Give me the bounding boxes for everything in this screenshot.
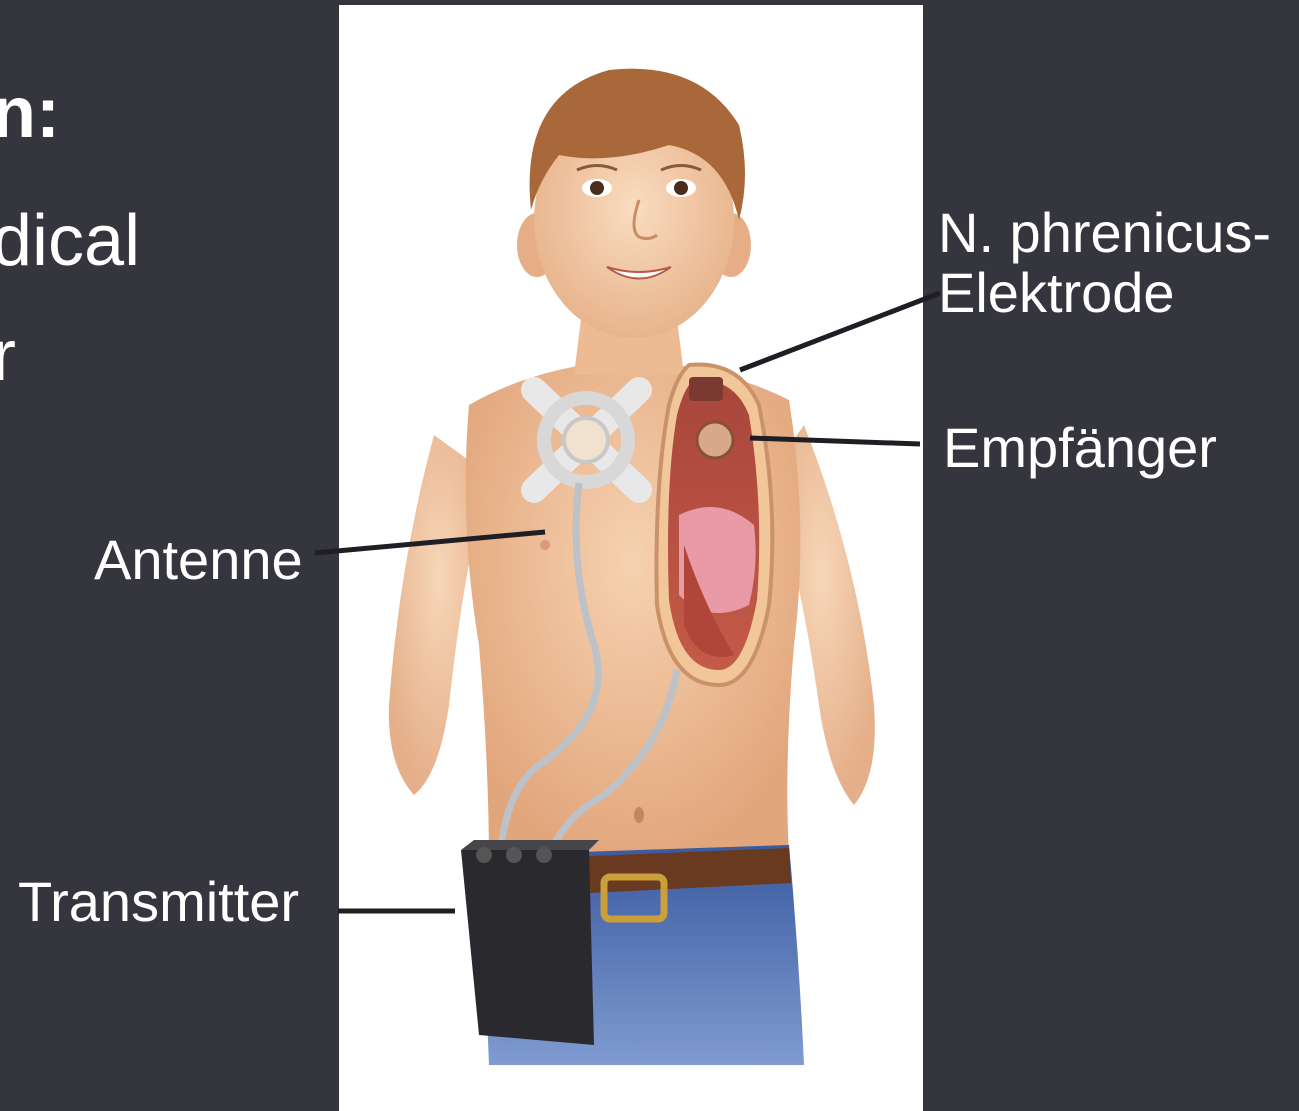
navel <box>634 807 644 823</box>
label-antenna: Antenne <box>94 530 303 590</box>
illustration-panel <box>339 5 923 1111</box>
slide-bullet-fragment-2: r <box>0 315 16 397</box>
slide-bullet-fragment-1: dical <box>0 200 140 282</box>
eye-right <box>590 181 604 195</box>
label-phrenicus-electrode: N. phrenicus- Elektrode <box>938 203 1271 323</box>
label-receiver: Empfänger <box>943 418 1217 478</box>
transmitter-box <box>461 840 599 1045</box>
child-pacemaker-illustration <box>339 5 923 1111</box>
label-phrenicus-line1: N. phrenicus- <box>938 203 1271 263</box>
slide-title-fragment: n: <box>0 72 60 154</box>
label-phrenicus-line2: Elektrode <box>938 263 1271 323</box>
label-transmitter: Transmitter <box>18 872 299 932</box>
eye-left <box>674 181 688 195</box>
receiver-device <box>697 422 733 458</box>
antenna-disk <box>534 390 639 490</box>
